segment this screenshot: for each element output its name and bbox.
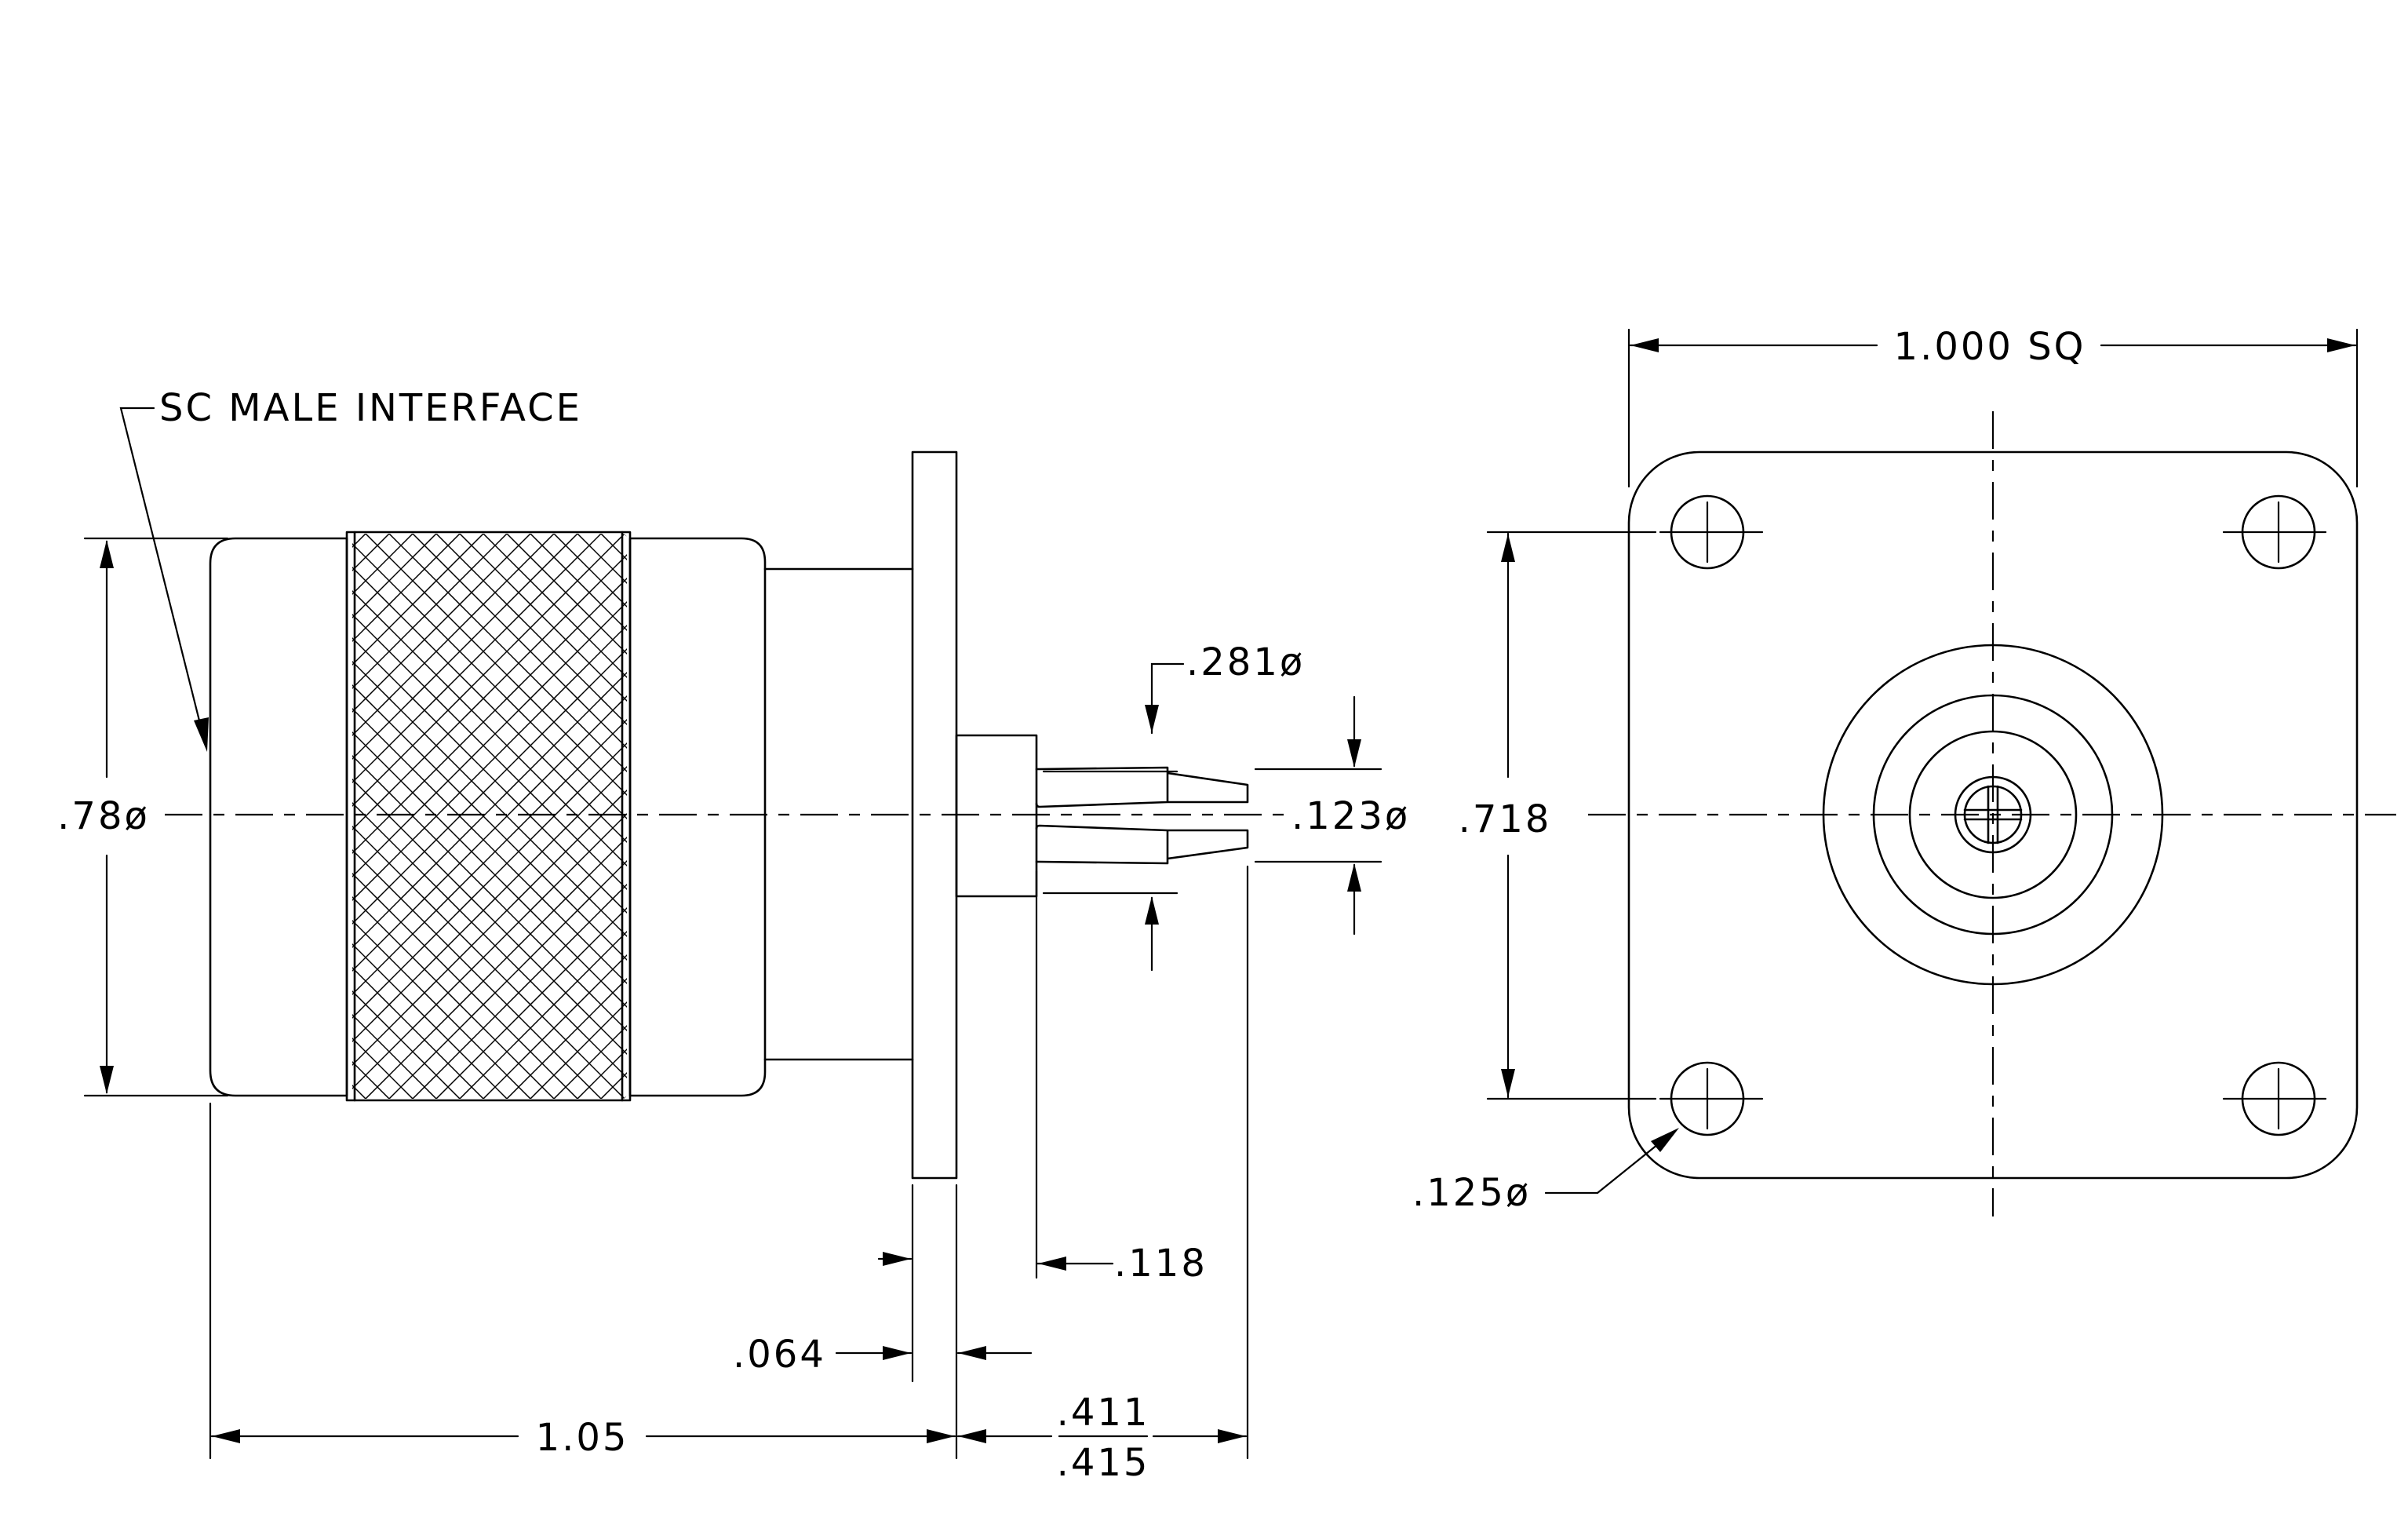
knurl-line bbox=[352, 534, 487, 1099]
knurl-line bbox=[479, 534, 627, 1099]
knurl-line bbox=[597, 534, 627, 1099]
knurl-line bbox=[352, 534, 627, 1099]
contact-pin bbox=[1035, 766, 1249, 865]
hole-dia-label: .125ø bbox=[1412, 1171, 1531, 1215]
knurl-line bbox=[352, 534, 627, 1099]
contact-dia-label: .123ø bbox=[1291, 794, 1410, 838]
knurl-line bbox=[352, 534, 627, 1099]
knurl-line bbox=[352, 534, 627, 1099]
pin-length-max-label: .411 bbox=[1057, 1391, 1150, 1435]
side-view bbox=[165, 450, 1734, 1180]
knurl-line bbox=[739, 531, 1310, 1102]
knurl-line bbox=[668, 531, 1240, 1102]
knurl-line bbox=[716, 531, 1287, 1102]
knurl-line bbox=[385, 534, 627, 1099]
hole-spacing-label: .718 bbox=[1459, 797, 1552, 841]
knurl-line bbox=[352, 534, 370, 1099]
nut-rear-section bbox=[209, 537, 348, 1097]
knurl-line bbox=[1139, 531, 1710, 1102]
knurl-line bbox=[352, 534, 370, 1099]
knurl-line bbox=[645, 531, 1216, 1102]
mounting-hole-top-left bbox=[1659, 494, 1764, 570]
knurl-line bbox=[352, 534, 627, 1099]
knurl-line bbox=[456, 534, 627, 1099]
knurl-line bbox=[621, 534, 627, 1099]
knurl-line bbox=[352, 534, 534, 1099]
knurl-line bbox=[574, 534, 627, 1099]
knurl-line bbox=[352, 534, 627, 1099]
nut-front-section bbox=[628, 537, 767, 1097]
knurl-line bbox=[786, 531, 1357, 1102]
front-dimensions: 1.000 SQ .718 .125ø bbox=[1412, 325, 2359, 1215]
knurl-line bbox=[352, 534, 487, 1099]
square-flange bbox=[1627, 450, 2359, 1180]
knurl-line bbox=[526, 534, 627, 1099]
knurl-line bbox=[668, 531, 1240, 1102]
knurl-line bbox=[409, 534, 627, 1099]
knurl-line bbox=[352, 534, 581, 1099]
knurl-hatch bbox=[352, 531, 1734, 1102]
body-dia-label: .78ø bbox=[57, 794, 150, 838]
connector-body bbox=[763, 567, 914, 1061]
knurl-line bbox=[927, 531, 1499, 1102]
knurl-line bbox=[503, 534, 627, 1099]
knurl-line bbox=[786, 531, 1357, 1102]
knurl-line bbox=[526, 534, 627, 1099]
knurl-line bbox=[352, 534, 511, 1099]
flange-thickness-label: .064 bbox=[733, 1333, 826, 1377]
knurl-line bbox=[409, 534, 627, 1099]
knurl-line bbox=[352, 534, 627, 1099]
knurl-line bbox=[692, 531, 1263, 1102]
knurl-line bbox=[1163, 531, 1734, 1102]
shell-dia-label: .281ø bbox=[1186, 640, 1305, 684]
knurl-line bbox=[692, 531, 1263, 1102]
knurl-line bbox=[352, 534, 627, 1099]
pin-length-min-label: .415 bbox=[1057, 1441, 1150, 1485]
knurl-line bbox=[432, 534, 627, 1099]
knurl-line bbox=[352, 534, 605, 1099]
knurl-line bbox=[503, 534, 627, 1099]
shoulder-label: .118 bbox=[1114, 1242, 1208, 1286]
knurl-line bbox=[352, 534, 464, 1099]
knurl-line bbox=[456, 534, 627, 1099]
knurl-line bbox=[352, 534, 581, 1099]
knurl-line bbox=[1139, 531, 1710, 1102]
side-dimensions: .78ø SC MALE INTERFACE .281ø .123ø .118 bbox=[57, 386, 1410, 1485]
knurl-line bbox=[362, 534, 627, 1099]
knurl-line bbox=[352, 534, 627, 1099]
knurl-line bbox=[352, 534, 627, 1099]
mounting-hole-top-right bbox=[2222, 494, 2327, 570]
interface-note: SC MALE INTERFACE bbox=[159, 386, 582, 430]
knurl-line bbox=[739, 531, 1310, 1102]
knurl-line bbox=[362, 534, 627, 1099]
knurl-line bbox=[352, 534, 558, 1099]
knurl-line bbox=[927, 531, 1499, 1102]
knurl-line bbox=[479, 534, 627, 1099]
knurl-line bbox=[352, 534, 627, 1099]
mounting-hole-bottom-left bbox=[1659, 1061, 1764, 1136]
knurl-line bbox=[352, 534, 534, 1099]
knurl-line bbox=[1163, 531, 1734, 1102]
knurl-line bbox=[352, 534, 558, 1099]
flange-square-label: 1.000 SQ bbox=[1894, 325, 2086, 369]
knurl-line bbox=[352, 534, 627, 1099]
knurl-line bbox=[352, 534, 627, 1099]
knurl-line bbox=[352, 534, 627, 1099]
knurl-line bbox=[352, 534, 605, 1099]
rear-shoulder bbox=[955, 734, 1038, 898]
knurl-line bbox=[574, 534, 627, 1099]
knurl-line bbox=[352, 534, 511, 1099]
knurl-line bbox=[597, 534, 627, 1099]
knurl-line bbox=[716, 531, 1287, 1102]
knurl-line bbox=[621, 534, 627, 1099]
knurl-line bbox=[645, 531, 1216, 1102]
front-view bbox=[1588, 411, 2396, 1216]
knurl-line bbox=[352, 534, 464, 1099]
knurl-line bbox=[432, 534, 627, 1099]
overall-length-label: 1.05 bbox=[536, 1416, 629, 1460]
mounting-hole-bottom-right bbox=[2222, 1061, 2327, 1136]
knurl-line bbox=[385, 534, 627, 1099]
